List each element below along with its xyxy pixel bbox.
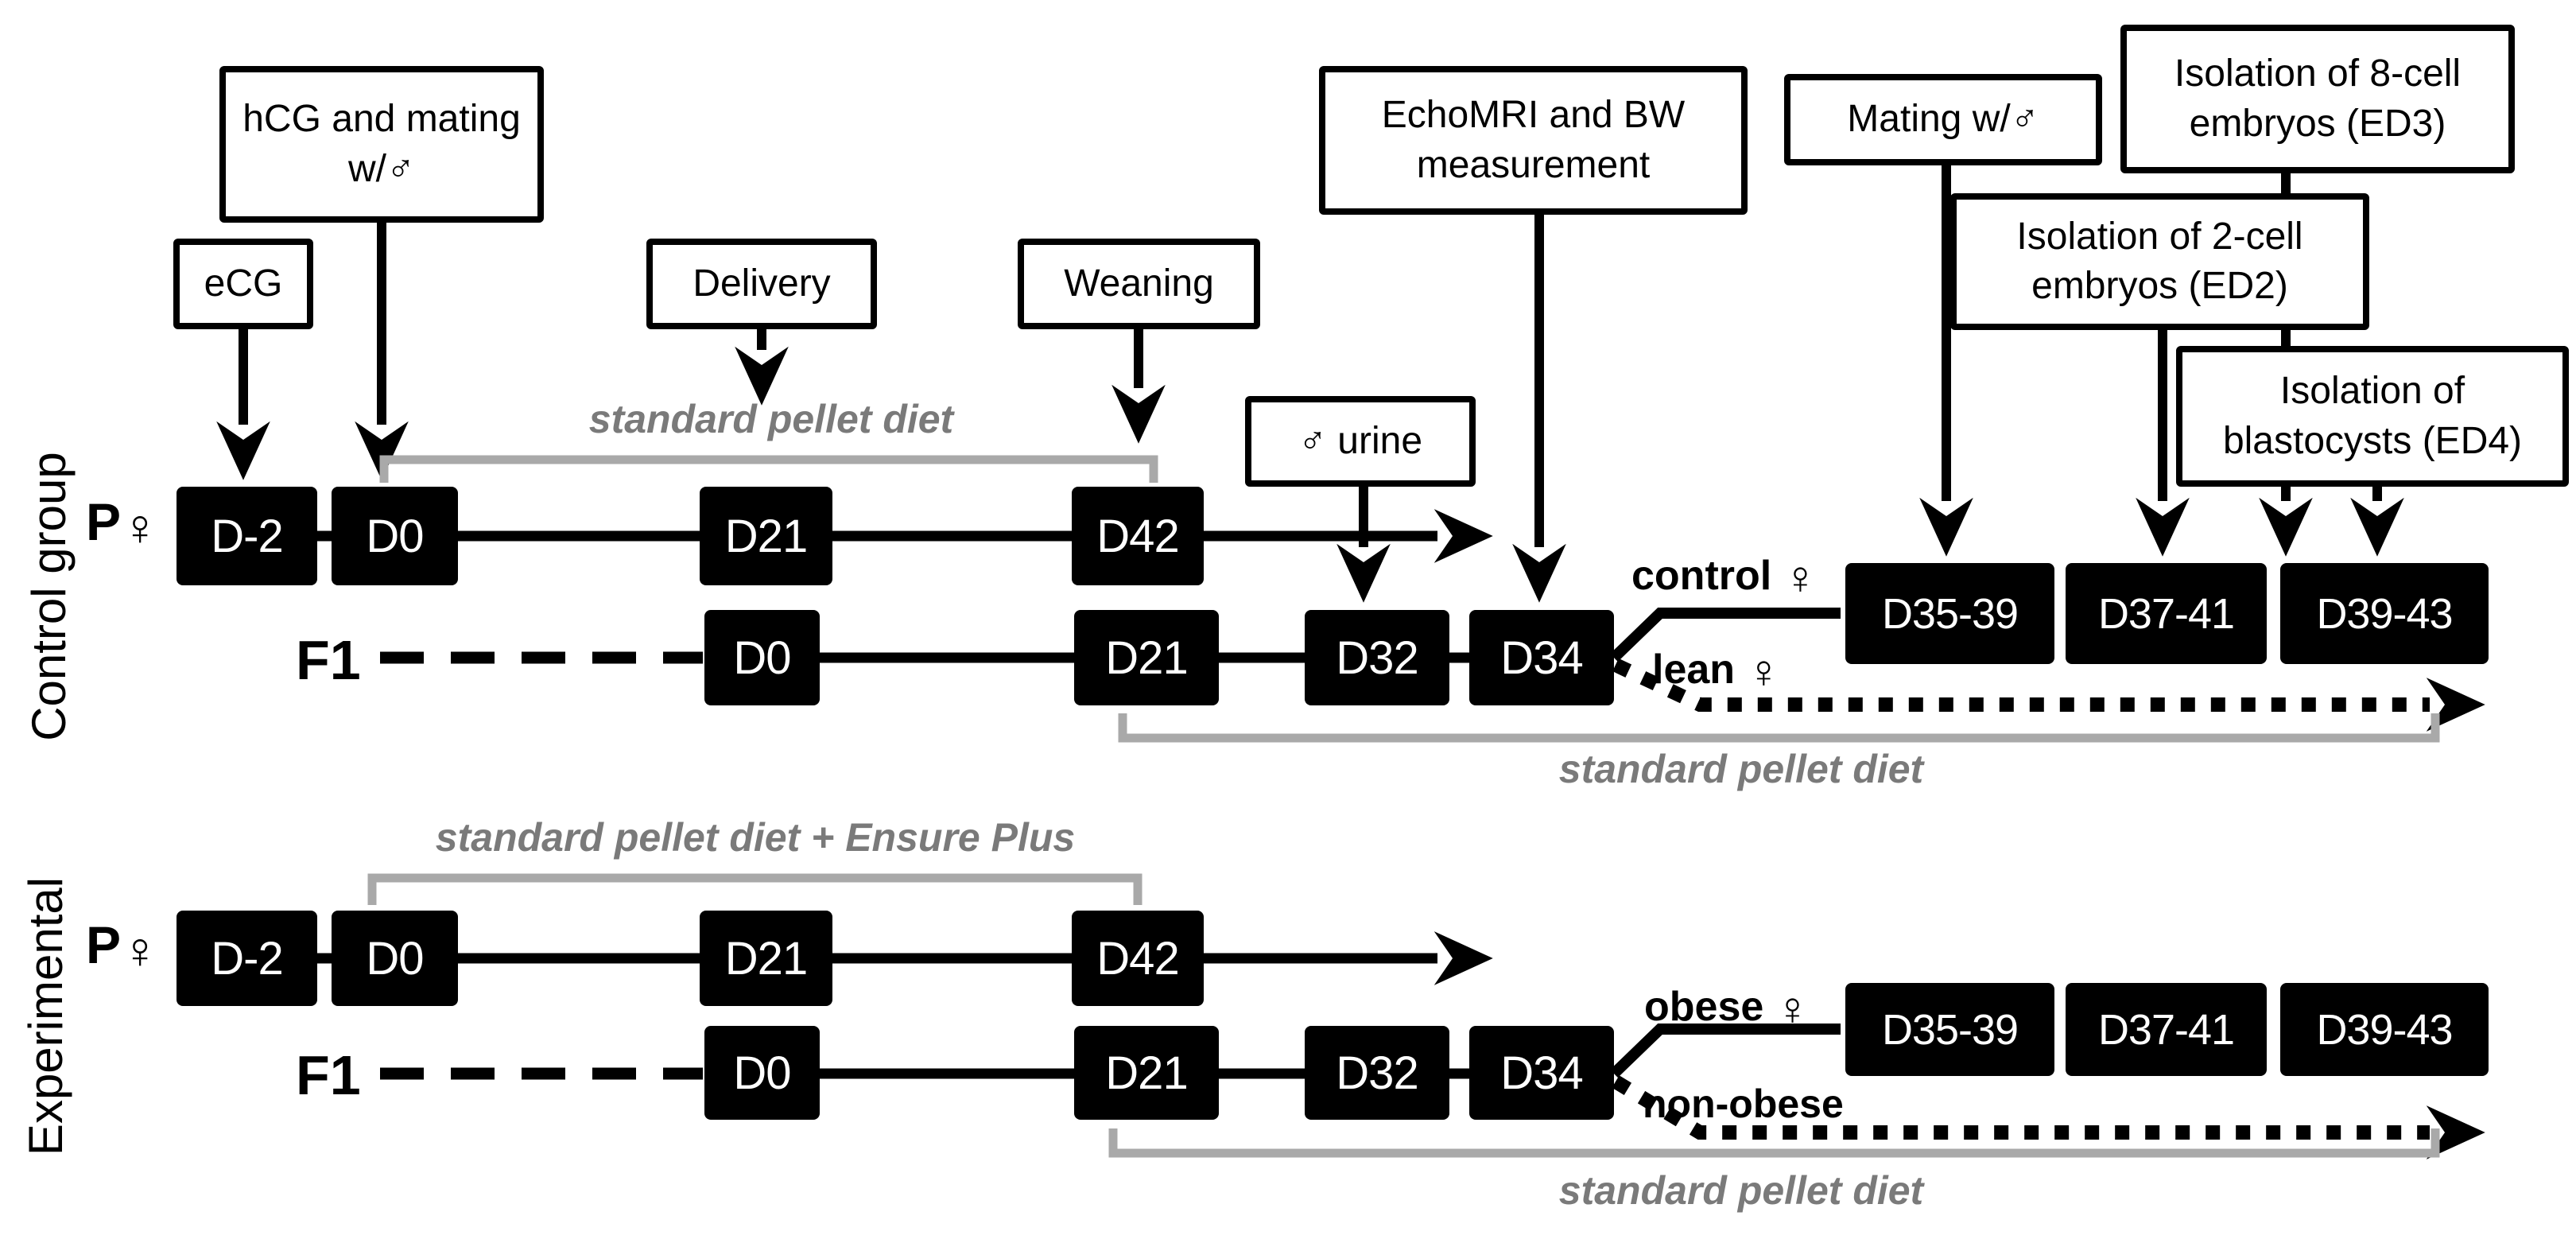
day-box: D32 bbox=[1305, 610, 1449, 705]
day-box: D37-41 bbox=[2066, 563, 2267, 664]
day-box: D21 bbox=[700, 487, 832, 585]
male-icon: ♂ bbox=[386, 147, 415, 190]
day-box: D21 bbox=[1074, 610, 1219, 705]
day-box: D0 bbox=[332, 487, 458, 585]
callout-ecg: eCG bbox=[173, 239, 313, 329]
female-icon: ♀ bbox=[121, 499, 160, 556]
day-box: D35-39 bbox=[1845, 983, 2054, 1076]
day-box: D35-39 bbox=[1845, 563, 2054, 664]
branch-text: obese bbox=[1644, 984, 1764, 1030]
day-box: D0 bbox=[704, 610, 820, 705]
experimental-diet-brackets bbox=[367, 873, 2440, 1158]
male-icon: ♂ bbox=[2010, 98, 2039, 141]
experimental-diet-bottom-label: standard pellet diet bbox=[1558, 1168, 1924, 1213]
day-box: D21 bbox=[700, 911, 832, 1006]
control-diet-bottom-bracket bbox=[1118, 713, 2440, 743]
day-box: D39-43 bbox=[2280, 563, 2489, 664]
control-diet-top-label: standard pellet diet bbox=[588, 397, 954, 441]
callout-delivery: Delivery bbox=[646, 239, 877, 329]
hcg-label: hCG and mating w/ bbox=[242, 98, 521, 190]
mating-label: Mating w/ bbox=[1847, 98, 2011, 141]
experimental-lower-branch-dotted-arrow bbox=[1612, 1075, 2485, 1159]
callout-male-urine: ♂ urine bbox=[1245, 396, 1476, 487]
control-upper-branch-line bbox=[1610, 608, 1841, 662]
female-icon: ♀ bbox=[121, 922, 160, 979]
experimental-upper-branch-line bbox=[1610, 1024, 1841, 1078]
day-box: D-2 bbox=[177, 911, 317, 1006]
control-diet-bottom-label: standard pellet diet bbox=[1558, 747, 1924, 791]
day-box: D21 bbox=[1074, 1026, 1219, 1120]
experimental-p-generation-label: P♀ bbox=[86, 915, 159, 979]
callout-isolation-2cell-ed2: Isolation of 2-cell embryos (ED2) bbox=[1950, 193, 2369, 330]
day-box: D0 bbox=[332, 911, 458, 1006]
callout-hcg-mating: hCG and mating w/♂ bbox=[219, 66, 544, 223]
control-diet-top-bracket bbox=[379, 455, 1158, 483]
day-box: D34 bbox=[1469, 1026, 1614, 1120]
callout-isolation-blastocysts-ed4: Isolation of blastocysts (ED4) bbox=[2176, 346, 2569, 487]
day-box: D42 bbox=[1072, 911, 1204, 1006]
experimental-diet-top-bracket bbox=[367, 873, 1143, 905]
callout-echomri-bw: EchoMRI and BW measurement bbox=[1319, 66, 1748, 215]
control-lower-branch-label: lean ♀ bbox=[1652, 641, 1782, 697]
female-icon: ♀ bbox=[1746, 646, 1782, 697]
urine-label: urine bbox=[1337, 419, 1423, 462]
experimental-diet-top-label: standard pellet diet + Ensure Plus bbox=[435, 815, 1076, 860]
p-label: P bbox=[86, 492, 122, 551]
callout-mating: Mating w/♂ bbox=[1784, 74, 2102, 165]
control-diet-brackets bbox=[379, 455, 2440, 743]
female-icon: ♀ bbox=[1775, 983, 1810, 1035]
experimental-lower-branch-label: non-obese bbox=[1643, 1075, 1844, 1128]
day-box: D32 bbox=[1305, 1026, 1449, 1120]
experimental-upper-branch-label: obese ♀ bbox=[1644, 978, 1810, 1035]
control-lower-branch-dotted-arrow bbox=[1612, 658, 2485, 732]
female-icon: ♀ bbox=[1783, 552, 1818, 604]
branch-text: lean bbox=[1652, 647, 1736, 693]
branch-text: non-obese bbox=[1643, 1082, 1844, 1126]
control-group-side-label: Control group bbox=[22, 452, 76, 741]
callout-isolation-8cell-ed3: Isolation of 8-cell embryos (ED3) bbox=[2120, 25, 2515, 173]
branch-text: control bbox=[1631, 553, 1772, 599]
experimental-diet-bottom-bracket bbox=[1108, 1128, 2440, 1158]
p-label: P bbox=[86, 915, 122, 974]
day-box: D39-43 bbox=[2280, 983, 2489, 1076]
day-box: D34 bbox=[1469, 610, 1614, 705]
control-upper-branch-label: control ♀ bbox=[1631, 547, 1818, 604]
day-box: D37-41 bbox=[2066, 983, 2267, 1076]
male-icon: ♂ bbox=[1298, 419, 1327, 462]
day-box: D-2 bbox=[177, 487, 317, 585]
day-box: D42 bbox=[1072, 487, 1204, 585]
day-box: D0 bbox=[704, 1026, 820, 1120]
experimental-side-label: Experimental bbox=[19, 876, 72, 1156]
experimental-f1-generation-label: F1 bbox=[296, 1044, 361, 1106]
control-p-generation-label: P♀ bbox=[86, 491, 159, 556]
control-f1-generation-label: F1 bbox=[296, 629, 361, 691]
callout-weaning: Weaning bbox=[1018, 239, 1260, 329]
